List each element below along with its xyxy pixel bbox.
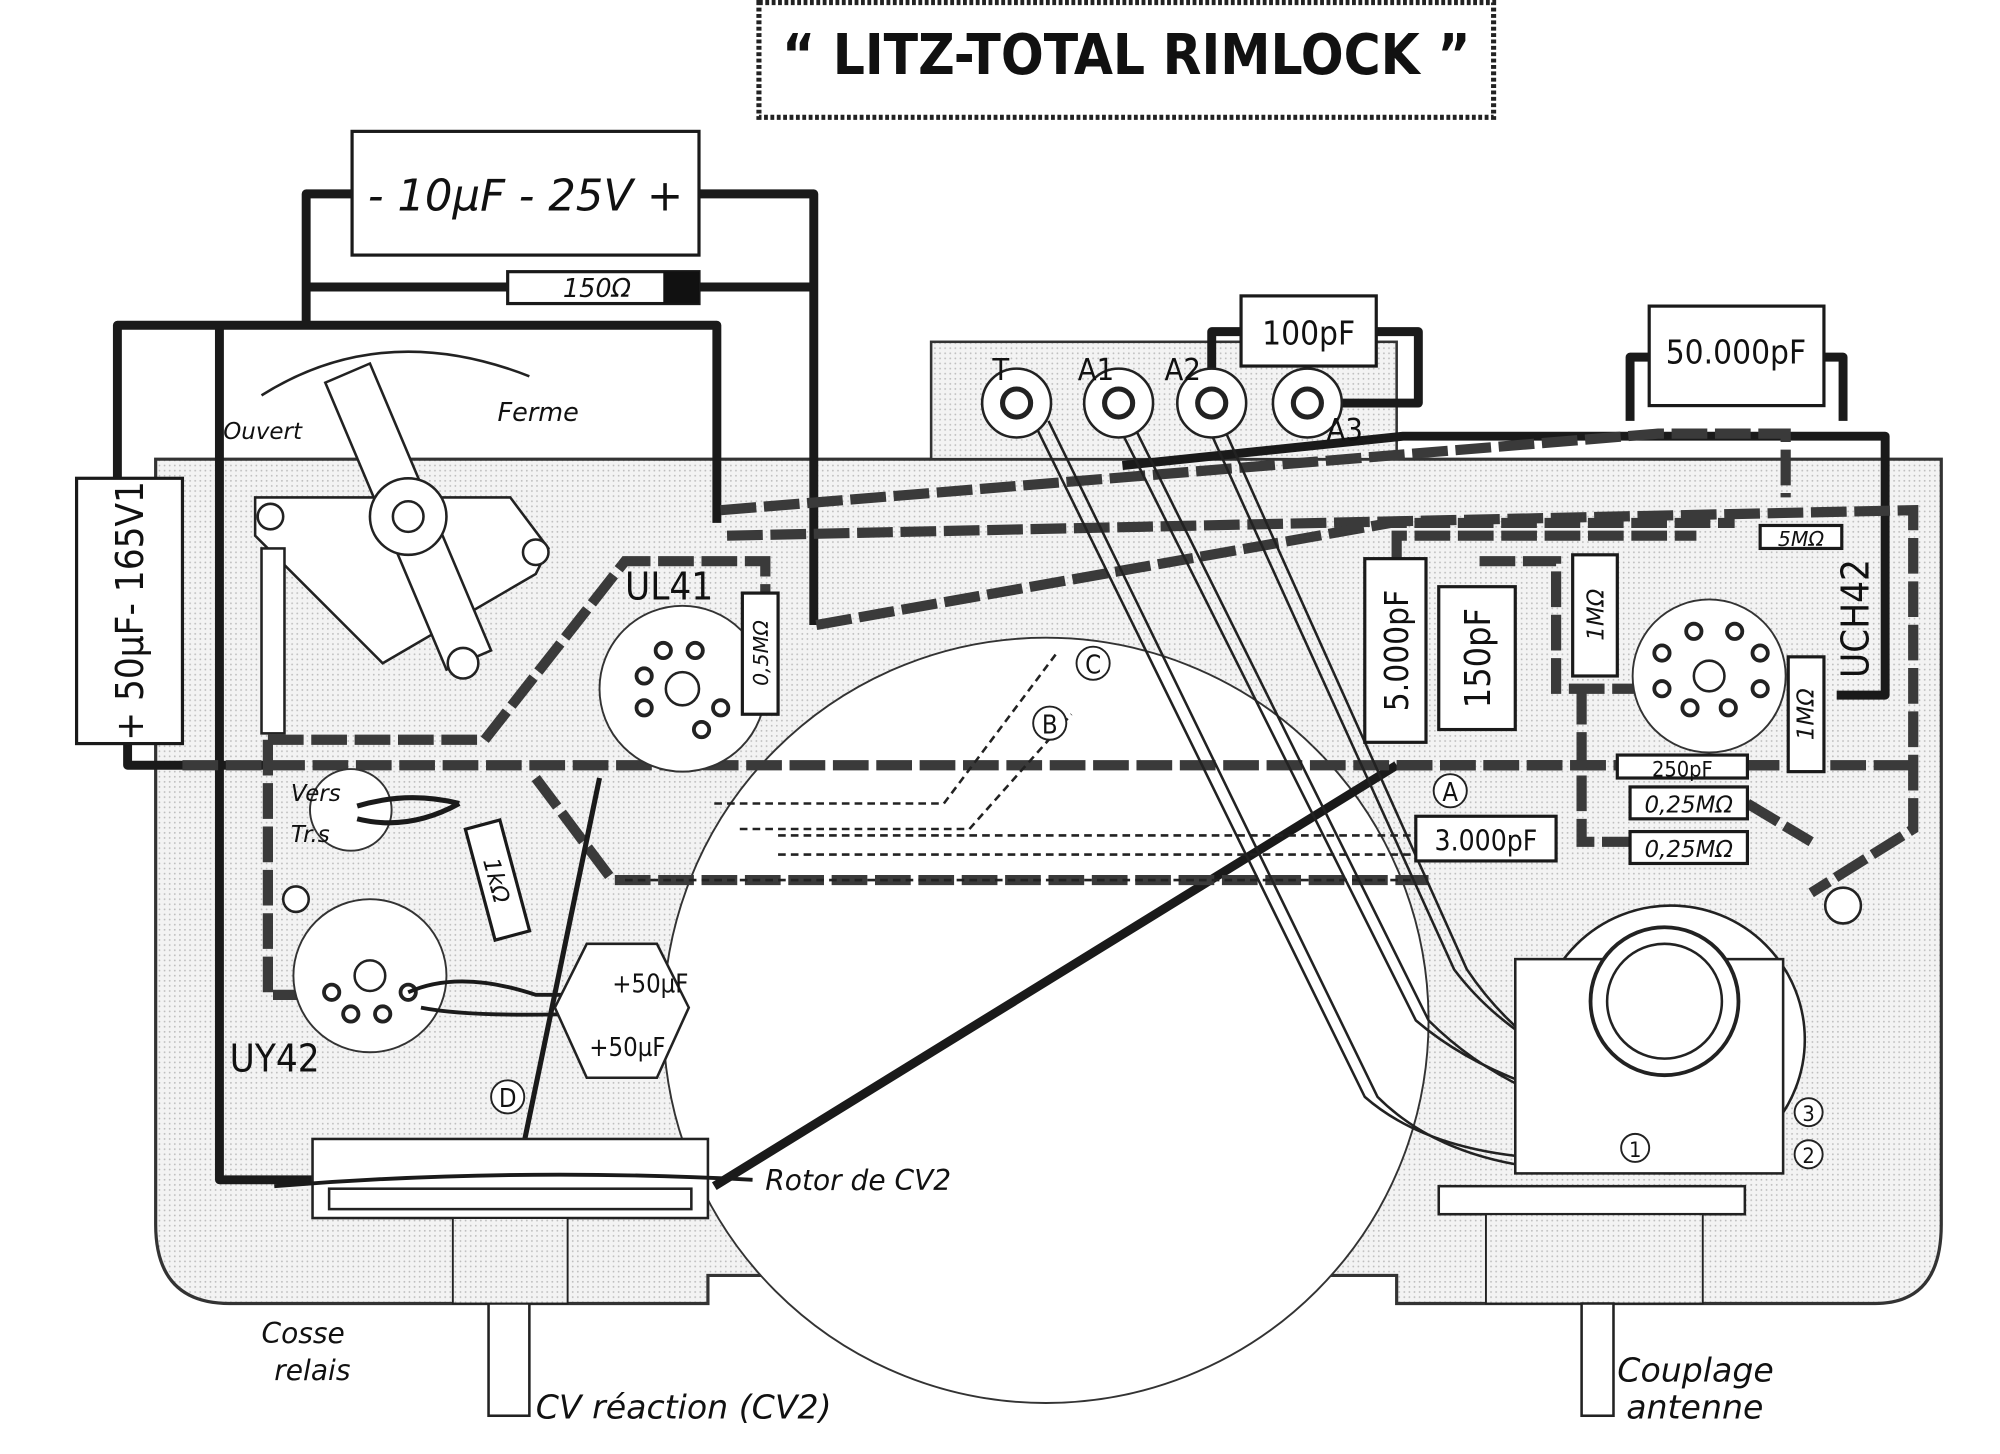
socket-label-a2: A2: [1165, 353, 1201, 388]
terminal-2: 2: [1802, 1144, 1814, 1169]
label-ouvert: Ouvert: [223, 419, 303, 445]
label-cv-reaction: CV réaction (CV2): [536, 1387, 832, 1426]
tube-label-uch42: UCH42: [1834, 559, 1879, 678]
point-b: B: [1042, 710, 1058, 740]
capacitor-50000pf: 50.000pF: [1666, 333, 1806, 372]
terminal-1: 1: [1629, 1138, 1641, 1163]
terminal-3: 3: [1802, 1102, 1814, 1127]
label-couplage: Couplage: [1617, 1350, 1773, 1389]
label-ferme: Ferme: [497, 398, 578, 428]
cv2-reaction-capacitor: [274, 1137, 753, 1418]
dial-circle: [662, 636, 1430, 1404]
capacitor-250pf: 250pF: [1652, 758, 1713, 783]
tube-socket-uch42: [1631, 598, 1787, 754]
capacitor-50uf-a: +50µF: [612, 969, 688, 999]
capacitor-50uf-can: [553, 942, 691, 1080]
socket-label-t: T: [991, 353, 1009, 388]
tube-label-ul41: UL41: [625, 564, 713, 609]
capacitor-50uf-b: +50µF: [589, 1033, 665, 1063]
label-vers: Vers: [291, 781, 341, 807]
tube-socket-ul41: [598, 604, 767, 773]
capacitor-5000pf: 5.000pF: [1377, 590, 1416, 711]
capacitor-3000pf: 3.000pF: [1435, 825, 1538, 858]
tube-label-uy42: UY42: [230, 1036, 320, 1081]
point-a: A: [1442, 778, 1458, 808]
resistor-05mohm: 0,5MΩ: [749, 620, 773, 686]
socket-label-a1: A1: [1078, 353, 1114, 388]
resistor-1mohm-a: 1MΩ: [1583, 588, 1609, 640]
label-relais: relais: [274, 1354, 351, 1387]
resistor-025mohm-b: 0,25MΩ: [1645, 837, 1734, 863]
point-d: D: [499, 1084, 517, 1114]
socket-label-a3: A3: [1327, 413, 1363, 448]
tube-socket-uy42: [281, 885, 448, 1054]
point-markers: A B C D: [490, 645, 1468, 1115]
capacitor-10uf-25v: - 10µF - 25V +: [368, 171, 683, 221]
capacitor-150pf: 150pF: [1458, 608, 1499, 708]
label-cosse: Cosse: [262, 1317, 345, 1350]
resistor-1mohm-b: 1MΩ: [1794, 688, 1820, 740]
capacitor-50uf-165v: + 50µF- 165V1: [108, 481, 153, 741]
label-antenne: antenne: [1626, 1387, 1763, 1426]
label-rotor-cv2: Rotor de CV2: [765, 1164, 951, 1197]
resistor-025mohm-a: 0,25MΩ: [1645, 792, 1734, 818]
capacitor-100pf: 100pF: [1262, 313, 1355, 352]
title-box: “ LITZ-TOTAL RIMLOCK ”: [756, 0, 1497, 120]
diagram-title: “ LITZ-TOTAL RIMLOCK ”: [782, 23, 1471, 88]
switch-mechanism: Ouvert Ferme: [223, 350, 579, 735]
antenna-sockets: T A1 A2 A3: [980, 353, 1363, 448]
resistor-5mohm: 5MΩ: [1778, 527, 1825, 551]
antenna-coupling-coil: 1 2 3: [1437, 886, 1863, 1418]
resistor-150ohm: 150Ω: [563, 274, 632, 304]
label-trs: Tr.s: [291, 822, 330, 848]
vers-trs-grommet: Vers Tr.s: [291, 768, 461, 852]
point-c: C: [1085, 650, 1101, 680]
